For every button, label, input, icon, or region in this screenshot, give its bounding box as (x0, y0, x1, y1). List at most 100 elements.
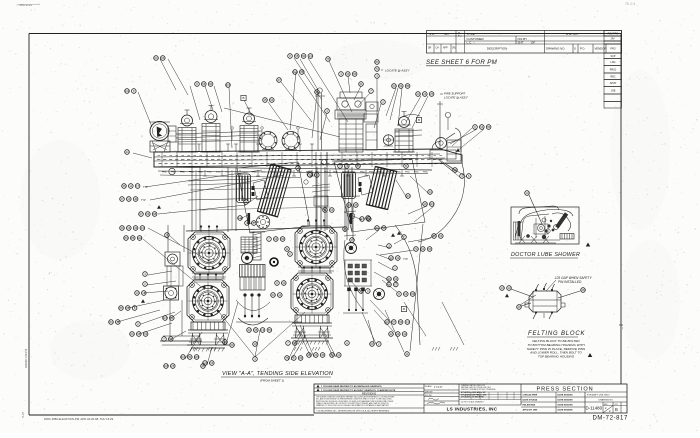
svg-text:35: 35 (123, 184, 126, 188)
svg-text:2 COLUMN GEAR REVISED TO AS BU: 2 COLUMN GEAR REVISED TO AS BUILT GRAPHI… (321, 389, 396, 392)
svg-text:24: 24 (126, 150, 129, 154)
svg-text:46: 46 (202, 364, 205, 368)
svg-text:67: 67 (140, 212, 143, 216)
svg-text:27: 27 (278, 78, 281, 82)
svg-text:30: 30 (388, 277, 391, 281)
svg-text:TOP BEARING HOUSING: TOP BEARING HOUSING (538, 355, 575, 359)
svg-text:DWG BY: DWG BY (425, 392, 433, 394)
svg-text:64: 64 (155, 56, 158, 60)
svg-text:67: 67 (392, 320, 395, 324)
svg-text:120: 120 (238, 216, 243, 220)
svg-text:JRL: JRL (452, 48, 457, 50)
svg-text:PRESS SECTION: PRESS SECTION (536, 386, 593, 392)
svg-text:L.C. -: L.C. - (467, 41, 474, 45)
svg-text:69: 69 (231, 343, 234, 347)
svg-text:65: 65 (161, 56, 164, 60)
svg-text:85: 85 (406, 84, 409, 88)
svg-text:1 COLUMN GEAR REVISED TO AS IN: 1 COLUMN GEAR REVISED TO AS INSTALLED GR… (321, 385, 382, 388)
svg-text:44: 44 (282, 281, 285, 285)
svg-text:115: 115 (194, 355, 199, 359)
svg-text:A: A (346, 341, 348, 345)
svg-text:RV: RV (611, 38, 615, 41)
svg-text:44: 44 (351, 238, 354, 242)
svg-text:VENDOR: VENDOR (595, 47, 607, 51)
svg-text:NO.: NO. (444, 32, 450, 36)
svg-text:41: 41 (337, 353, 340, 357)
svg-text:FLD BK: FLD BK (425, 395, 432, 397)
svg-text:75: 75 (286, 356, 289, 360)
svg-text:DATE 06/05/98: DATE 06/05/98 (558, 394, 574, 397)
svg-text:13: 13 (526, 191, 529, 195)
svg-text:40: 40 (134, 197, 137, 201)
svg-text:1"=1'-0": 1"=1'-0" (434, 386, 442, 389)
svg-text:63: 63 (146, 212, 149, 216)
svg-text:65: 65 (268, 328, 271, 332)
svg-text:PIN INSTALLED: PIN INSTALLED (558, 280, 582, 284)
svg-text:64: 64 (439, 234, 442, 238)
svg-text:4/30/98 1:38 PM: 4/30/98 1:38 PM (24, 349, 28, 368)
svg-text:B.M. NO.: B.M. NO. (566, 32, 579, 36)
svg-text:28: 28 (582, 288, 585, 292)
svg-text:S: S (574, 47, 576, 51)
svg-text:13: 13 (508, 286, 511, 290)
svg-text:APP: APP (443, 47, 448, 50)
svg-text:REVISIONS: REVISIONS (362, 392, 376, 396)
svg-text:84: 84 (399, 84, 402, 88)
svg-text:DATE 06/02/98: DATE 06/02/98 (558, 399, 574, 402)
svg-text:A: A (316, 173, 318, 177)
svg-text:43: 43 (390, 256, 393, 260)
svg-text:SHT: SHT (518, 41, 524, 45)
svg-text:64: 64 (388, 283, 391, 287)
svg-text:75- 0 4: 75- 0 4 (625, 2, 635, 6)
svg-text:DRAWING NO.: DRAWING NO. (599, 398, 614, 401)
svg-text:5A: 5A (382, 226, 385, 230)
svg-text:30: 30 (354, 203, 357, 207)
svg-text:GRANTED TO DISCLOSE OR SO USE: GRANTED TO DISCLOSE OR SO USE ANY INFORM… (316, 404, 390, 407)
svg-text:JOB: JOB (611, 89, 616, 92)
svg-text:67: 67 (394, 283, 397, 287)
svg-text:64: 64 (480, 125, 483, 129)
svg-text:DOCTOR LUBE SHOWER: DOCTOR LUBE SHOWER (511, 252, 580, 258)
svg-text:65: 65 (399, 320, 402, 324)
svg-text:- - 4880 ELEV: - - 4880 ELEV (16, 3, 33, 7)
svg-text:TITLE: TITLE (467, 32, 475, 36)
svg-text:11: 11 (406, 352, 409, 356)
svg-text:CH: CH (436, 48, 440, 50)
svg-text:OF: OF (531, 41, 535, 45)
svg-text:65: 65 (411, 292, 414, 296)
svg-text:B: B (418, 118, 420, 122)
svg-text:23: 23 (417, 92, 420, 96)
svg-text:80: 80 (170, 316, 173, 320)
svg-text:43: 43 (134, 226, 137, 230)
svg-text:60: 60 (302, 54, 305, 58)
svg-text:30: 30 (121, 226, 124, 230)
svg-text:S.O.: S.O. (429, 32, 435, 36)
svg-text:13: 13 (261, 328, 264, 332)
svg-text:C: C (289, 252, 291, 256)
svg-text:PRO: PRO (610, 48, 615, 51)
svg-text:REV/PRO: REV/PRO (608, 32, 619, 35)
svg-text:13: 13 (127, 226, 130, 230)
svg-text:84: 84 (110, 320, 113, 324)
svg-text:64: 64 (376, 226, 379, 230)
svg-text:64: 64 (404, 292, 407, 296)
svg-text:45: 45 (316, 90, 319, 94)
svg-text:13: 13 (406, 320, 409, 324)
svg-text:DR: DR (428, 48, 432, 50)
svg-text:40: 40 (518, 305, 521, 309)
svg-text:64: 64 (137, 332, 140, 336)
svg-text:41: 41 (360, 82, 363, 86)
svg-text:SEE SHEET 6 FOR PM: SEE SHEET 6 FOR PM (426, 59, 498, 66)
svg-text:FOR ASE'T USE ONLY: FOR ASE'T USE ONLY (587, 394, 610, 397)
svg-text:13: 13 (501, 286, 504, 290)
svg-text:83: 83 (293, 341, 296, 345)
svg-text:11: 11 (286, 247, 289, 251)
svg-text:LS INDUSTRIES, INC: LS INDUSTRIES, INC (447, 407, 498, 412)
svg-text:22: 22 (390, 332, 393, 336)
svg-text:115: 115 (226, 83, 231, 87)
svg-text:45: 45 (344, 227, 347, 231)
svg-text:45: 45 (264, 98, 267, 102)
svg-text:85: 85 (131, 236, 134, 240)
svg-text:APVD BY JRN: APVD BY JRN (523, 409, 538, 412)
svg-text:65: 65 (295, 54, 298, 58)
